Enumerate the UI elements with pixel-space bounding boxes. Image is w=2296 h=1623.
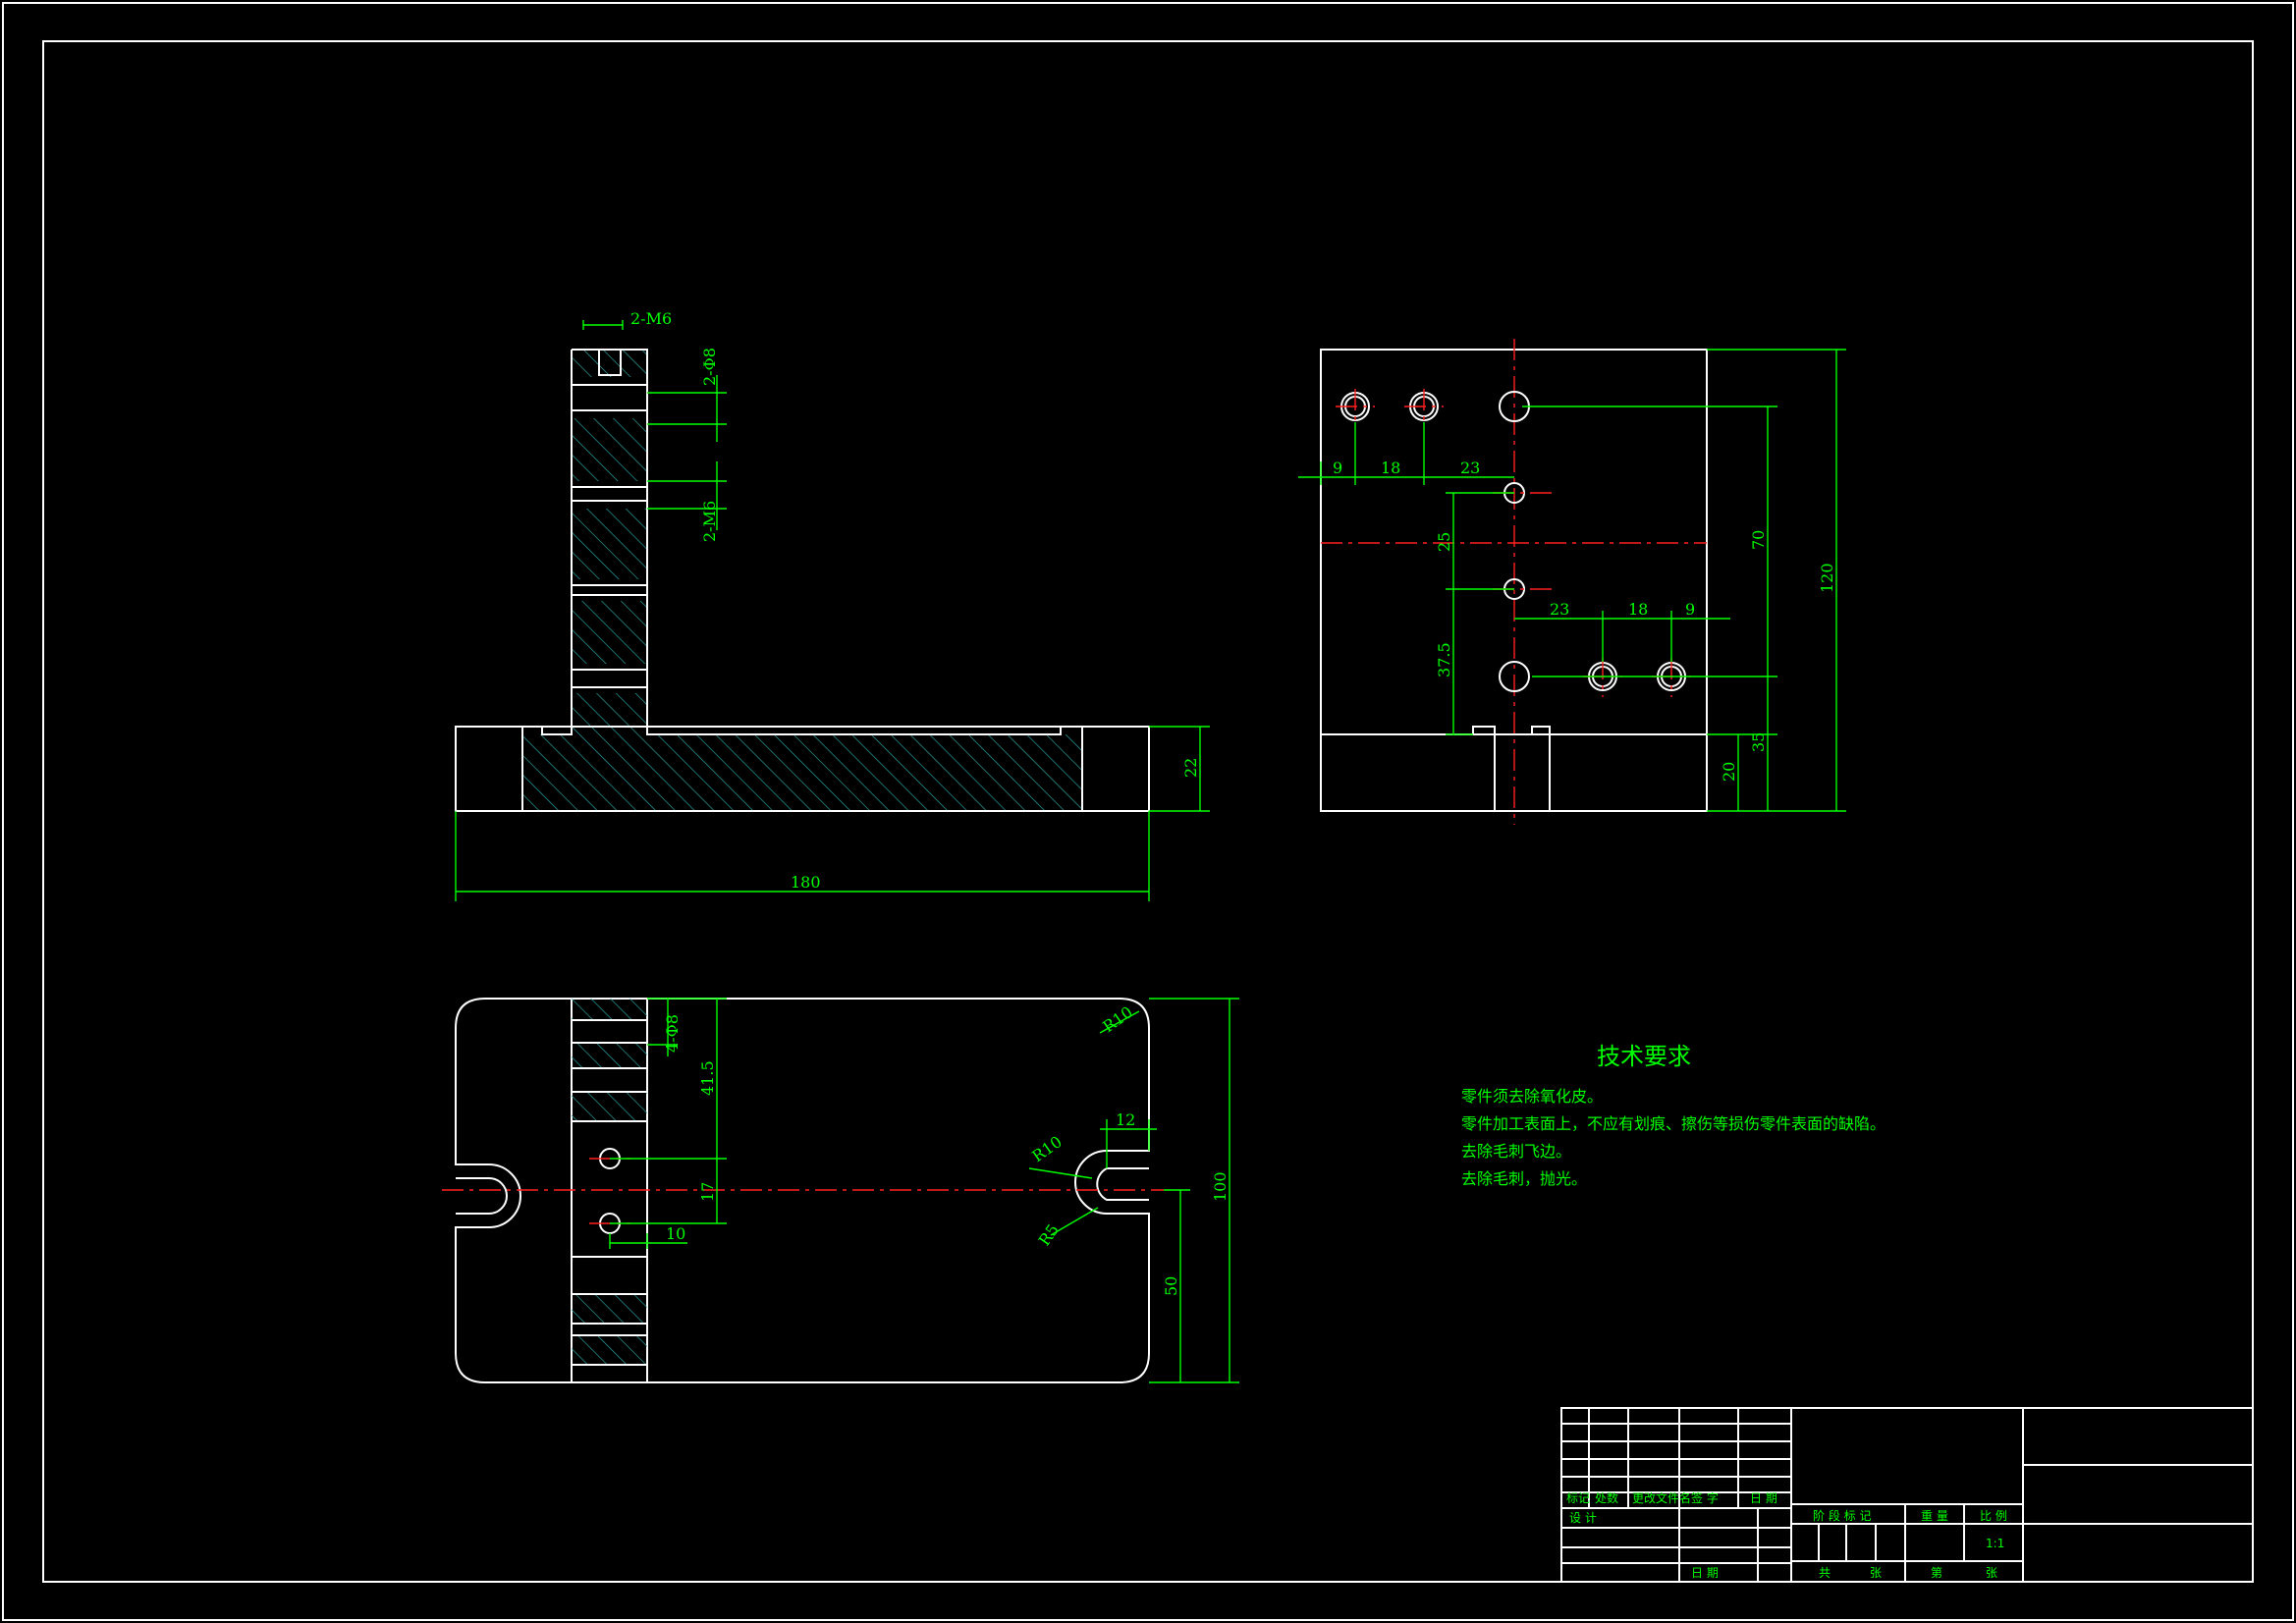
dim-r10-corner: R10	[1099, 1002, 1135, 1036]
tech-note-1: 零件须去除氧化皮。	[1461, 1087, 1603, 1106]
stage-label: 阶 段 标 记	[1813, 1508, 1871, 1523]
rev-header-count: 处数	[1595, 1490, 1618, 1505]
tech-note-2: 零件加工表面上，不应有划痕、擦伤等损伤零件表面的缺陷。	[1461, 1114, 1886, 1133]
side-view: 9 18 23 23 18 9 25 37.5 70 120 35 20	[1298, 339, 1846, 825]
tech-note-3: 去除毛刺飞边。	[1461, 1142, 1571, 1161]
dim-2-m6-side: 2-M6	[700, 501, 719, 542]
dim-r5: R5	[1035, 1220, 1063, 1249]
base-outer	[455, 726, 1150, 812]
dim-23-b: 23	[1550, 600, 1569, 619]
dim-25: 25	[1435, 532, 1453, 552]
rev-header-file: 更改文件名	[1632, 1490, 1691, 1505]
plan-view: 4-Φ8 41.5 17 10 R10 R10 R5 12 100 50	[442, 998, 1239, 1383]
dim-10: 10	[666, 1224, 685, 1243]
dim-37-5: 37.5	[1435, 642, 1453, 677]
tech-note-4: 去除毛刺，抛光。	[1461, 1169, 1587, 1188]
dim-18-b: 18	[1628, 600, 1648, 619]
hole-band-1	[572, 377, 647, 418]
hole-band-3	[572, 579, 647, 601]
dim-100: 100	[1211, 1171, 1230, 1202]
plan-outline	[455, 998, 1150, 1383]
scale-value: 1:1	[1986, 1537, 2004, 1550]
dim-r10-slot: R10	[1028, 1132, 1065, 1165]
sheet-unit-2: 张	[1986, 1566, 1997, 1580]
dim-35: 35	[1749, 732, 1768, 752]
base-hatch	[522, 734, 1082, 811]
dim-12: 12	[1116, 1110, 1135, 1129]
sheet-inner-border	[42, 40, 2254, 1583]
design-label: 设 计	[1569, 1511, 1597, 1525]
dim-50: 50	[1162, 1276, 1180, 1296]
sheet-total: 共	[1819, 1566, 1831, 1580]
rev-header-mark: 标记	[1566, 1491, 1590, 1505]
title-block: 标记 处数 更改文件名 签 字 日 期 设 计 日 期 阶 段 标 记 重 量 …	[1560, 1407, 2254, 1583]
dim-17: 17	[698, 1182, 717, 1202]
dim-70: 70	[1749, 530, 1768, 550]
rev-header-sign: 签 字	[1691, 1490, 1719, 1505]
dim-20: 20	[1720, 762, 1738, 782]
rev-header-date: 日 期	[1750, 1491, 1777, 1505]
dim-22: 22	[1181, 758, 1200, 778]
dim-2-m6-top: 2-M6	[630, 309, 672, 328]
dim-120: 120	[1818, 563, 1836, 593]
front-section-view: 2-M6 2-Φ8 2-M6 22 180	[455, 309, 1210, 901]
dim-4-d8: 4-Φ8	[663, 1014, 682, 1053]
side-holes	[1340, 391, 1686, 692]
tech-title: 技术要求	[1597, 1043, 1691, 1070]
sheet-no: 第	[1931, 1566, 1942, 1580]
sheet-unit-1: 张	[1870, 1566, 1882, 1580]
dim-9-a: 9	[1333, 459, 1342, 477]
dim-18-a: 18	[1381, 459, 1400, 477]
dim-180: 180	[791, 873, 821, 892]
dim-9-b: 9	[1685, 600, 1695, 619]
scale-label: 比 例	[1980, 1509, 2007, 1523]
hole-band-4	[572, 664, 647, 693]
dim-23-a: 23	[1460, 459, 1480, 477]
dim-41-5: 41.5	[698, 1060, 717, 1096]
dim-2-d8: 2-Φ8	[700, 348, 719, 386]
hole-band-2	[572, 481, 647, 509]
weight-label: 重 量	[1921, 1509, 1948, 1523]
technical-requirements: 技术要求 零件须去除氧化皮。 零件加工表面上，不应有划痕、擦伤等损伤零件表面的缺…	[1461, 1043, 1886, 1188]
date-label: 日 期	[1691, 1566, 1719, 1580]
